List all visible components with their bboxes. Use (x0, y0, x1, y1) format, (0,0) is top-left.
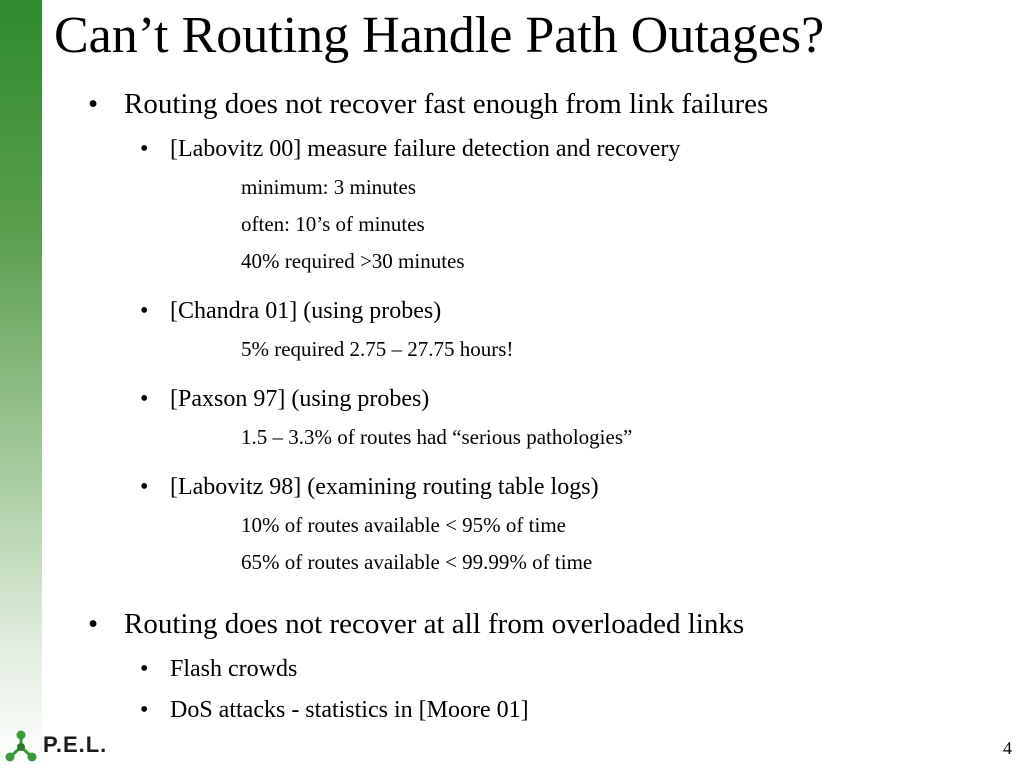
sub-bullet-text: [Paxson 97] (using probes) (170, 386, 430, 412)
detail-line: minimum: 3 minutes (241, 175, 417, 199)
bullet-dot: • (140, 697, 149, 723)
sub-bullet-text: [Labovitz 98] (examining routing table l… (170, 474, 599, 500)
sub-bullet-text: [Chandra 01] (using probes) (170, 298, 442, 324)
bullet-dot: • (88, 608, 99, 640)
slide-title: Can’t Routing Handle Path Outages? (54, 7, 825, 64)
bullet-dot: • (140, 474, 149, 500)
bullet-dot: • (88, 88, 99, 120)
sidebar-gradient (0, 0, 42, 768)
detail-line: 5% required 2.75 – 27.75 hours! (241, 337, 514, 361)
detail-line: 40% required >30 minutes (241, 249, 465, 273)
molecule-icon (5, 730, 37, 762)
sub-bullet-text: [Labovitz 00] measure failure detection … (170, 136, 681, 162)
bullet-dot: • (140, 298, 149, 324)
bullet-dot: • (140, 386, 149, 412)
bullet-dot: • (140, 136, 149, 162)
detail-line: 1.5 – 3.3% of routes had “serious pathol… (241, 425, 633, 449)
bullet-text: Routing does not recover at all from ove… (124, 608, 745, 640)
logo-text: P.E.L. (43, 732, 108, 757)
sub-bullet-text: Flash crowds (170, 656, 298, 682)
detail-line: 10% of routes available < 95% of time (241, 513, 566, 537)
detail-line: often: 10’s of minutes (241, 212, 425, 236)
bullet-dot: • (140, 656, 149, 682)
bullet-text: Routing does not recover fast enough fro… (124, 88, 769, 120)
pel-logo: P.E.L. (4, 730, 114, 764)
sub-bullet-text: DoS attacks - statistics in [Moore 01] (170, 697, 529, 723)
detail-line: 65% of routes available < 99.99% of time (241, 550, 593, 574)
page-number: 4 (1003, 738, 1012, 758)
